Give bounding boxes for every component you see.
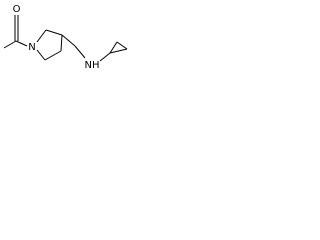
bond-cyclopropyl-bottom — [109, 48, 128, 54]
amine-nh-label: NH — [85, 60, 100, 71]
bond-ring-top — [45, 29, 63, 36]
ring-nitrogen-label: N — [28, 42, 35, 53]
bond-cyclopropyl-left — [109, 41, 118, 54]
bond-ring-right — [60, 34, 63, 52]
bond-carbonyl-to-n — [15, 40, 28, 47]
oxygen-label: O — [13, 4, 21, 15]
bond-acetyl-methyl — [3, 40, 17, 49]
bond-cyclopropyl-top — [116, 41, 128, 50]
bond-n-ring-upper — [36, 29, 47, 43]
bond-ring-bottom — [44, 50, 62, 61]
bond-nh-to-cyclopropyl — [99, 52, 111, 62]
bond-ring-to-ch2 — [61, 34, 76, 47]
molecule-structure-diagram: O N NH — [3, 4, 128, 71]
bond-ch2-to-nh — [74, 45, 86, 59]
bond-n-ring-lower — [36, 49, 46, 61]
